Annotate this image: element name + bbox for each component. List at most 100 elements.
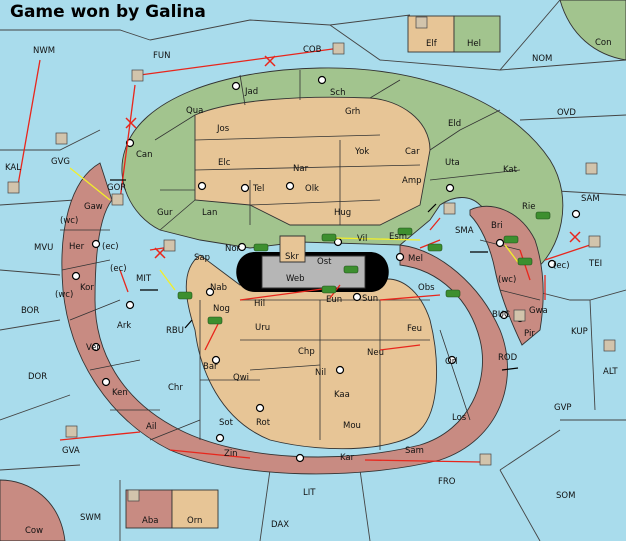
svg-text:Feu: Feu: [407, 324, 422, 334]
sea-labels: NWM FUN COB NOM OVD KAL GVG GOR SMA SAM …: [5, 45, 618, 530]
svg-text:Ark: Ark: [117, 321, 131, 331]
svg-text:(wc): (wc): [55, 290, 73, 300]
svg-text:Bar: Bar: [203, 362, 218, 372]
svg-text:Eld: Eld: [448, 119, 461, 129]
svg-text:Jos: Jos: [216, 124, 230, 134]
svg-text:Neu: Neu: [367, 348, 384, 358]
svg-text:Rot: Rot: [256, 418, 271, 428]
svg-text:(ec): (ec): [102, 242, 119, 252]
svg-text:Mou: Mou: [343, 421, 361, 431]
svg-text:ROD: ROD: [498, 353, 518, 363]
svg-text:Chp: Chp: [298, 347, 315, 357]
svg-text:Car: Car: [405, 147, 420, 157]
svg-text:Gwa: Gwa: [529, 306, 548, 316]
svg-text:TEI: TEI: [588, 259, 602, 269]
convoy-marks: [110, 179, 519, 371]
svg-text:Kor: Kor: [80, 283, 94, 293]
svg-text:GVP: GVP: [554, 403, 572, 413]
svg-text:Kaa: Kaa: [334, 390, 350, 400]
svg-text:Qwi: Qwi: [233, 373, 249, 383]
svg-text:Web: Web: [286, 274, 305, 284]
region-Skr: [279, 235, 306, 263]
svg-text:Vil: Vil: [357, 234, 367, 244]
svg-text:Skr: Skr: [285, 252, 299, 262]
svg-text:Mel: Mel: [408, 254, 423, 264]
svg-text:Con: Con: [595, 38, 612, 48]
svg-text:Tel: Tel: [252, 184, 264, 194]
svg-text:GVG: GVG: [51, 157, 70, 167]
svg-text:Grh: Grh: [345, 107, 360, 117]
svg-text:(wc): (wc): [498, 275, 516, 285]
svg-text:BUC: BUC: [492, 310, 510, 320]
svg-text:Sun: Sun: [362, 294, 378, 304]
svg-text:Olk: Olk: [305, 184, 319, 194]
svg-text:Ken: Ken: [112, 388, 128, 398]
svg-text:SAM: SAM: [581, 194, 600, 204]
svg-text:Hug: Hug: [334, 208, 351, 218]
game-status-title: Game won by Galina: [10, 2, 206, 22]
svg-text:Gur: Gur: [157, 208, 173, 218]
svg-text:SMA: SMA: [455, 226, 474, 236]
svg-text:SWM: SWM: [80, 513, 101, 523]
svg-text:Obs: Obs: [418, 283, 435, 293]
svg-text:DOR: DOR: [28, 372, 47, 382]
region-neutral-center: [261, 255, 366, 289]
svg-text:RBU: RBU: [166, 326, 184, 336]
svg-text:(ec): (ec): [553, 261, 570, 271]
svg-text:Nor: Nor: [225, 244, 241, 254]
svg-text:Her: Her: [69, 242, 85, 252]
coast-tags: (wc) (ec) (ec) (wc) (wc) (ec): [55, 216, 570, 300]
svg-text:MIT: MIT: [136, 274, 152, 284]
territory-labels: Jad Sch Qua Grh Jos Eld Can Car Elc Nar …: [25, 38, 612, 536]
svg-text:KAL: KAL: [5, 163, 21, 173]
svg-text:Hil: Hil: [254, 299, 265, 309]
x-marks: [125, 55, 581, 259]
svg-text:Orl: Orl: [445, 357, 458, 367]
svg-text:Qua: Qua: [186, 106, 203, 116]
svg-text:OVD: OVD: [557, 108, 576, 118]
svg-text:Nab: Nab: [210, 283, 227, 293]
svg-text:COB: COB: [303, 45, 322, 55]
svg-text:Elf: Elf: [426, 39, 438, 49]
svg-text:GVA: GVA: [62, 446, 80, 456]
svg-text:Kar: Kar: [340, 453, 355, 463]
svg-text:BOR: BOR: [21, 306, 39, 316]
svg-text:Cow: Cow: [25, 526, 43, 536]
svg-text:Sap: Sap: [194, 253, 210, 263]
svg-text:FUN: FUN: [153, 51, 170, 61]
svg-text:Zin: Zin: [224, 449, 238, 459]
svg-text:FRO: FRO: [438, 477, 456, 487]
svg-text:GOR: GOR: [107, 183, 126, 193]
svg-text:Nar: Nar: [293, 164, 309, 174]
svg-text:Orn: Orn: [187, 516, 202, 526]
svg-text:Nil: Nil: [315, 368, 326, 378]
svg-text:Sot: Sot: [219, 418, 234, 428]
svg-text:Sam: Sam: [405, 446, 424, 456]
svg-text:ALT: ALT: [603, 367, 618, 377]
svg-text:Chr: Chr: [168, 383, 183, 393]
svg-text:Pir: Pir: [524, 329, 535, 339]
units-fleets: [7, 16, 616, 502]
svg-text:NOM: NOM: [532, 54, 552, 64]
svg-text:Bri: Bri: [491, 221, 503, 231]
svg-text:Los: Los: [452, 413, 467, 423]
supply-centers: [71, 75, 581, 463]
region-Con: [559, 0, 626, 61]
svg-text:Jad: Jad: [244, 87, 258, 97]
svg-text:Elc: Elc: [218, 158, 231, 168]
svg-text:Eun: Eun: [326, 295, 342, 305]
svg-text:Nog: Nog: [213, 304, 230, 314]
region-interior: [185, 254, 437, 450]
region-red-spiral: [61, 162, 508, 475]
svg-text:Can: Can: [136, 150, 153, 160]
svg-text:Uta: Uta: [445, 158, 460, 168]
svg-text:DAX: DAX: [271, 520, 289, 530]
svg-text:Rie: Rie: [522, 202, 536, 212]
svg-text:MVU: MVU: [34, 243, 53, 253]
svg-text:KUP: KUP: [571, 327, 588, 337]
orders-support: [69, 167, 521, 291]
svg-text:Ail: Ail: [146, 422, 157, 432]
svg-text:LIT: LIT: [303, 488, 316, 498]
